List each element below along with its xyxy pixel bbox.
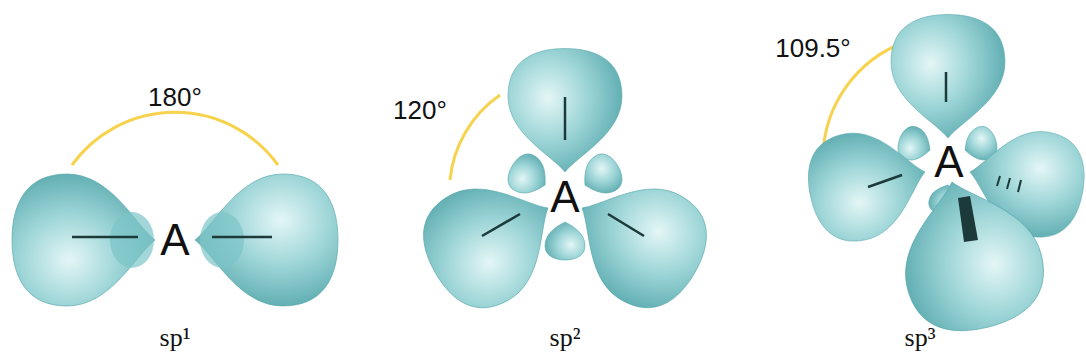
sp1-orbitals (12, 112, 338, 306)
hybridization-label: sp² (550, 325, 581, 351)
angle-label: 120° (393, 97, 447, 123)
atom-label: A (550, 175, 579, 219)
atom-label: A (160, 218, 189, 262)
angle-label: 109.5° (775, 35, 850, 61)
sp3-orbitals (799, 14, 1086, 343)
hybridization-label: sp³ (905, 325, 936, 351)
angle-label: 180° (148, 84, 202, 110)
hybridization-label: sp¹ (160, 325, 191, 351)
atom-label: A (934, 140, 963, 184)
sp2-orbitals (405, 48, 724, 324)
